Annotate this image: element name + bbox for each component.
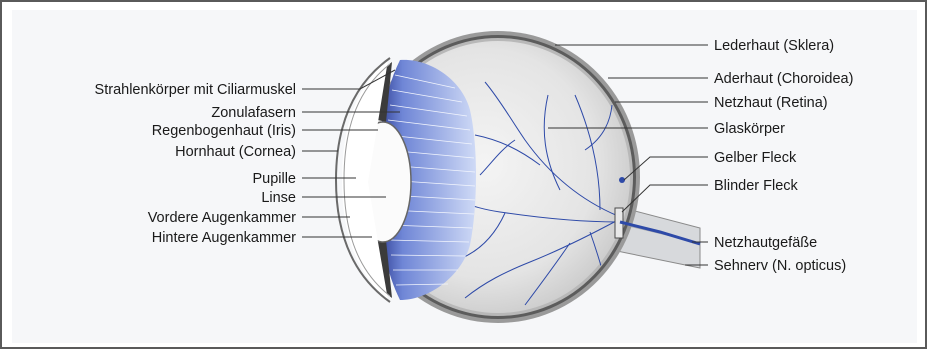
- label-retinal-vessels: Netzhautgefäße: [714, 235, 817, 251]
- label-blind-spot: Blinder Fleck: [714, 178, 799, 194]
- label-iris: Regenbogenhaut (Iris): [152, 123, 296, 139]
- label-sclera: Lederhaut (Sklera): [714, 38, 834, 54]
- label-posterior-chamber: Hintere Augenkammer: [152, 230, 296, 246]
- label-optic-nerve: Sehnerv (N. opticus): [714, 258, 846, 274]
- label-pupil: Pupille: [252, 171, 296, 187]
- label-zonula-fibers: Zonulafasern: [211, 105, 296, 121]
- label-cornea: Hornhaut (Cornea): [175, 144, 296, 160]
- labels-left: Strahlenkörper mit Ciliarmuskel Zonulafa…: [95, 82, 297, 246]
- label-choroid: Aderhaut (Choroidea): [714, 71, 853, 87]
- label-lens: Linse: [261, 190, 296, 206]
- label-ciliary-body: Strahlenkörper mit Ciliarmuskel: [95, 82, 296, 98]
- label-retina: Netzhaut (Retina): [714, 95, 828, 111]
- label-anterior-chamber: Vordere Augenkammer: [148, 210, 296, 226]
- label-vitreous-body: Glaskörper: [714, 121, 785, 137]
- label-macula: Gelber Fleck: [714, 150, 797, 166]
- labels-right: Lederhaut (Sklera) Aderhaut (Choroidea) …: [714, 38, 853, 274]
